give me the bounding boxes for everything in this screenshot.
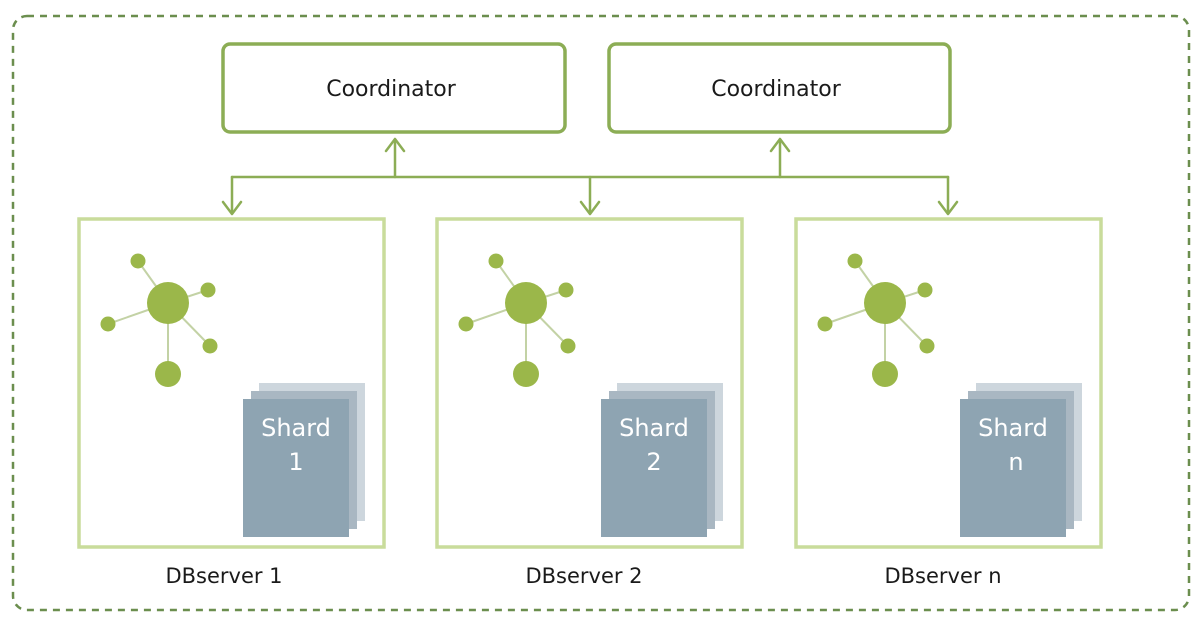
shard-number: 2 [646,448,661,476]
dbserver-n: Shard n DBserver n [794,217,1103,588]
shard-stack: Shard 1 [243,383,365,537]
graph-icon [458,253,576,387]
shard-number: n [1008,448,1023,476]
shard-title: Shard [619,414,689,442]
coordinator-box [607,42,952,134]
shard-stack: Shard n [960,383,1082,537]
shard-number: 1 [288,448,303,476]
coordinator-1: Coordinator [221,42,567,134]
arrowhead-up [384,137,406,153]
dbserver-label: DBserver 2 [525,564,642,588]
dbserver-label: DBserver n [884,564,1001,588]
dbserver-label: DBserver 1 [165,564,282,588]
shard-stack: Shard 2 [601,383,723,537]
arrowhead-up [769,137,791,153]
arrowhead-down [221,200,243,216]
cluster-frame [11,14,1191,612]
shard-title: Shard [978,414,1048,442]
arrowhead-down [937,200,959,216]
shard-title: Shard [261,414,331,442]
coordinator-label: Coordinator [326,77,457,102]
coordinator-box [221,42,567,134]
arrowhead-down [579,200,601,216]
dbserver-1: Shard 1 DBserver 1 [77,217,386,588]
dbserver-2: Shard 2 DBserver 2 [435,217,744,588]
coordinator-2: Coordinator [607,42,952,134]
graph-icon [100,253,218,387]
connection-arrows [221,137,959,216]
coordinator-label: Coordinator [711,77,842,102]
graph-icon [817,253,935,387]
